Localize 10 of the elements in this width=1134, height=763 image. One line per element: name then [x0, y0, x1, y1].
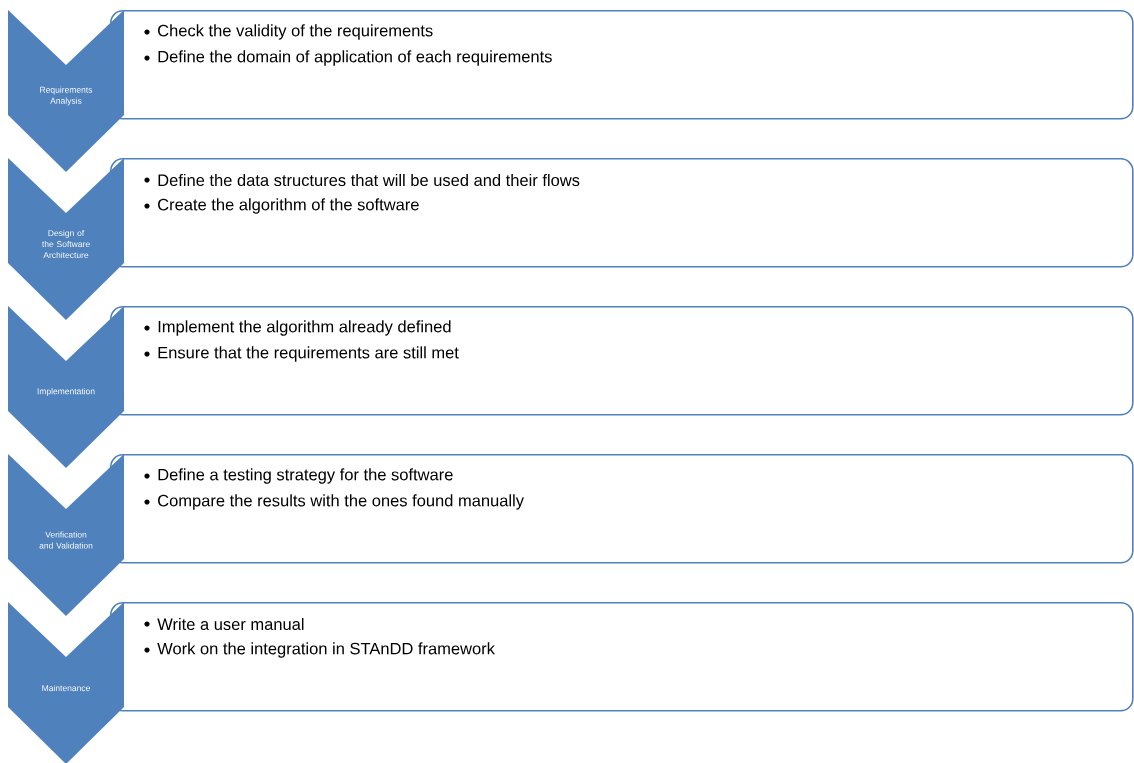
chevron-step: Design of the Software Architecture: [8, 158, 124, 320]
chevron-step: Maintenance: [8, 602, 124, 763]
step-box: Define a testing strategy for the software Compare the results with the ones found manually: [110, 454, 1134, 564]
chevron-step: Implementation: [8, 306, 124, 468]
chevron-step: Requirements Analysis: [8, 10, 124, 172]
step-box: Implement the algorithm already defined Ensure that the requirements are still met: [110, 306, 1134, 416]
chevron-step: Verification and Validation: [8, 454, 124, 616]
step-box: Define the data structures that will be used and their flows Create the algorithm of the software: [110, 158, 1134, 268]
step-box: Write a user manual Work on the integration in STAnDD framework: [110, 602, 1134, 712]
step-box: Check the validity of the requirements Define the domain of application of each requirements: [110, 10, 1134, 120]
